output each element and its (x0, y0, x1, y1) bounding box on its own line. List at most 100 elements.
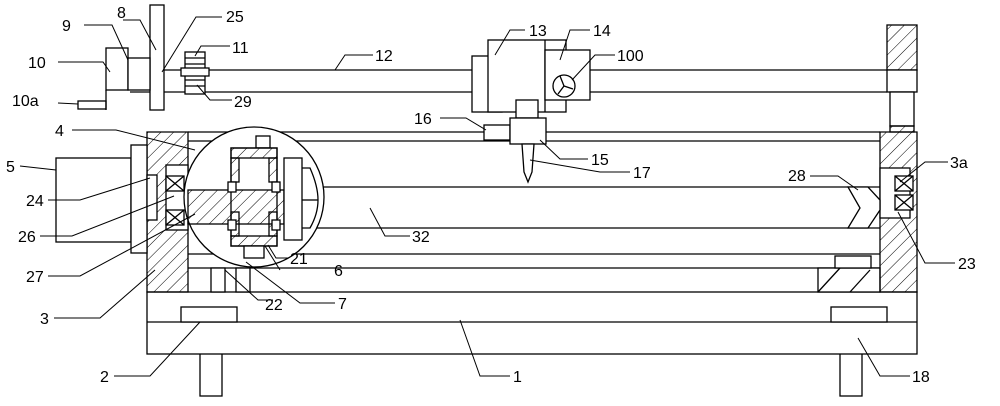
leader-7 (245, 261, 335, 304)
leader-10 (58, 61, 111, 73)
detail-nut-a (227, 181, 237, 193)
leader-28 (810, 175, 859, 191)
label-16: 16 (414, 111, 432, 128)
label-6: 6 (334, 263, 343, 280)
leader-16 (440, 117, 487, 131)
right-slider-hatch-1 (817, 267, 841, 293)
disc-6 (283, 157, 303, 241)
leader-23 (897, 211, 955, 264)
detail-housing-bottom (230, 235, 278, 247)
label-14: 14 (593, 23, 611, 40)
leader-27 (48, 213, 196, 277)
bearing-left-top-x2 (165, 175, 185, 192)
leader-17 (529, 159, 630, 173)
carriage-stem (515, 99, 539, 119)
leader-8 (123, 19, 157, 51)
block-21 (243, 245, 265, 259)
leader-32 (369, 207, 410, 237)
right-slider-hatch-2 (849, 269, 871, 293)
label-23: 23 (958, 256, 976, 273)
detail-nut-c (271, 181, 281, 193)
label-24: 24 (26, 193, 44, 210)
label-26: 26 (18, 229, 36, 246)
label-10a: 10a (12, 93, 39, 110)
label-15: 15 (591, 152, 609, 169)
detail-top-bolt (255, 135, 271, 149)
hub-9 (127, 57, 151, 91)
bearing-left-bottom-x2 (165, 209, 185, 226)
base-pad-left (180, 306, 238, 323)
label-3: 3 (40, 311, 49, 328)
leader-29 (196, 84, 232, 101)
label-17: 17 (633, 165, 651, 182)
leader-14 (559, 29, 590, 61)
handwheel-10 (105, 47, 129, 91)
indicator-needle-1 (559, 75, 565, 87)
handle-10a (77, 100, 107, 110)
coupling-27 (146, 174, 158, 221)
detail-nut-d (271, 219, 281, 231)
label-7: 7 (338, 296, 347, 313)
label-9: 9 (62, 18, 71, 35)
detail-nut-b (227, 219, 237, 231)
support-8 (149, 4, 165, 111)
right-post-joint (886, 69, 918, 93)
label-18: 18 (912, 369, 930, 386)
leader-22 (224, 269, 273, 301)
leader-15 (539, 139, 588, 160)
shaft-end-28 (846, 186, 881, 229)
label-29: 29 (234, 94, 252, 111)
leader-26 (40, 195, 175, 237)
cutter-17 (521, 143, 535, 184)
right-post-top (886, 24, 918, 71)
label-1: 1 (513, 369, 522, 386)
label-32: 32 (412, 229, 430, 246)
leader-10a (57, 102, 79, 105)
leader-24 (48, 177, 151, 201)
leader-13 (494, 29, 525, 56)
indicator-needle-3 (557, 85, 565, 95)
leader-1 (459, 319, 510, 377)
label-8: 8 (117, 5, 126, 22)
leader-2 (114, 321, 201, 377)
leader-5 (19, 165, 57, 171)
label-5: 5 (6, 159, 15, 176)
leader-3 (54, 269, 156, 319)
leader-25 (161, 16, 222, 73)
leader-21 (267, 244, 288, 259)
leg-left (199, 351, 223, 397)
label-25: 25 (226, 9, 244, 26)
right-post-base (889, 125, 915, 133)
label-13: 13 (529, 23, 547, 40)
label-10: 10 (28, 55, 46, 72)
bracket-22-right (235, 267, 251, 293)
leader-100 (571, 54, 615, 81)
leader-4 (72, 129, 196, 151)
detail-housing-top (230, 147, 278, 159)
detail-housing-left-upper (230, 157, 240, 183)
leader-11 (194, 45, 230, 57)
label-12: 12 (375, 48, 393, 65)
label-3a: 3a (950, 155, 968, 172)
leader-3a (899, 161, 948, 183)
label-28: 28 (788, 168, 806, 185)
gear-29-hub (180, 67, 210, 77)
label-21: 21 (290, 251, 308, 268)
block-16 (483, 124, 511, 141)
label-2: 2 (100, 369, 109, 386)
flange-24 (130, 144, 148, 254)
leader-6 (264, 245, 281, 271)
right-slider (817, 267, 881, 293)
holder-15 (509, 117, 547, 145)
base-frame (146, 291, 918, 355)
label-27: 27 (26, 269, 44, 286)
leg-right (839, 351, 863, 397)
bearing-right-top-x2 (894, 175, 914, 192)
label-4: 4 (55, 123, 64, 140)
right-slider-top (834, 255, 872, 269)
right-post-lower (889, 91, 915, 127)
leader-18 (857, 337, 910, 377)
bracket-22-left (210, 267, 226, 293)
detail-housing-right-upper (268, 157, 278, 183)
